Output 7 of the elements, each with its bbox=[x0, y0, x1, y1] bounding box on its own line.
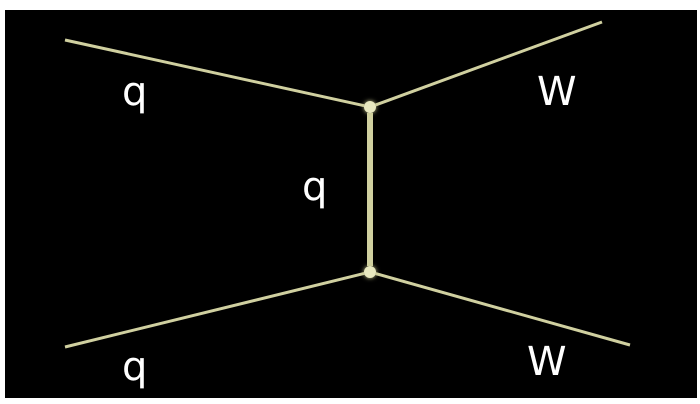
propagator-line bbox=[367, 113, 373, 266]
propagator-line bbox=[375, 272, 630, 346]
propagator-line bbox=[375, 20, 603, 106]
vertex-dot bbox=[364, 101, 376, 113]
vertex-dot bbox=[364, 266, 376, 278]
propagator-line bbox=[64, 272, 365, 348]
propagator-line bbox=[64, 38, 364, 108]
